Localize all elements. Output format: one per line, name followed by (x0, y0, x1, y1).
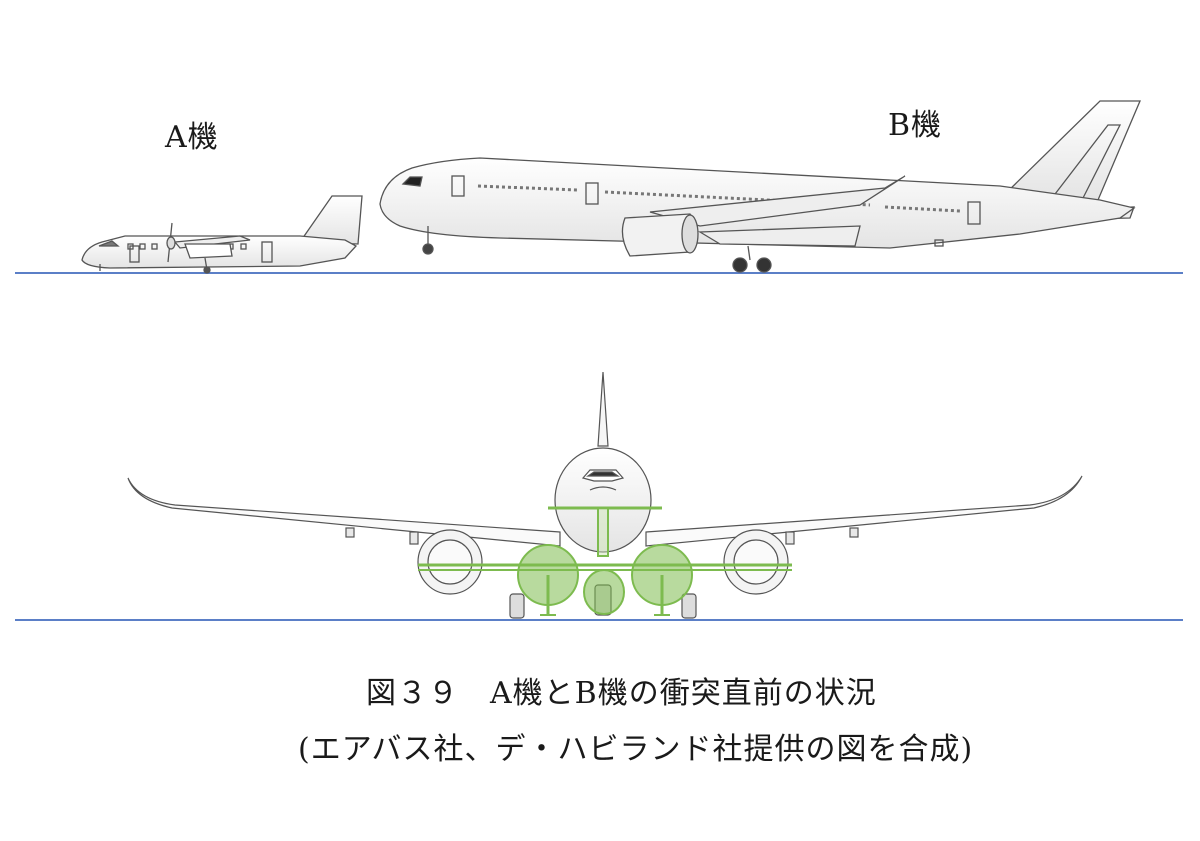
aircraft-a-front-view-overlay (418, 506, 792, 616)
aircraft-a-label: A機 (165, 120, 219, 155)
aircraft-a-side-view (81, 195, 363, 274)
aircraft-b-label: B機 (888, 108, 943, 143)
figure-caption: 図３９ A機とB機の衝突直前の状況 (366, 676, 877, 711)
aircraft-b-side-view (379, 100, 1141, 273)
figure-credit: (エアバス社、デ・ハビランド社提供の図を合成) (298, 732, 974, 767)
aircraft-b-front-view (127, 371, 1083, 619)
